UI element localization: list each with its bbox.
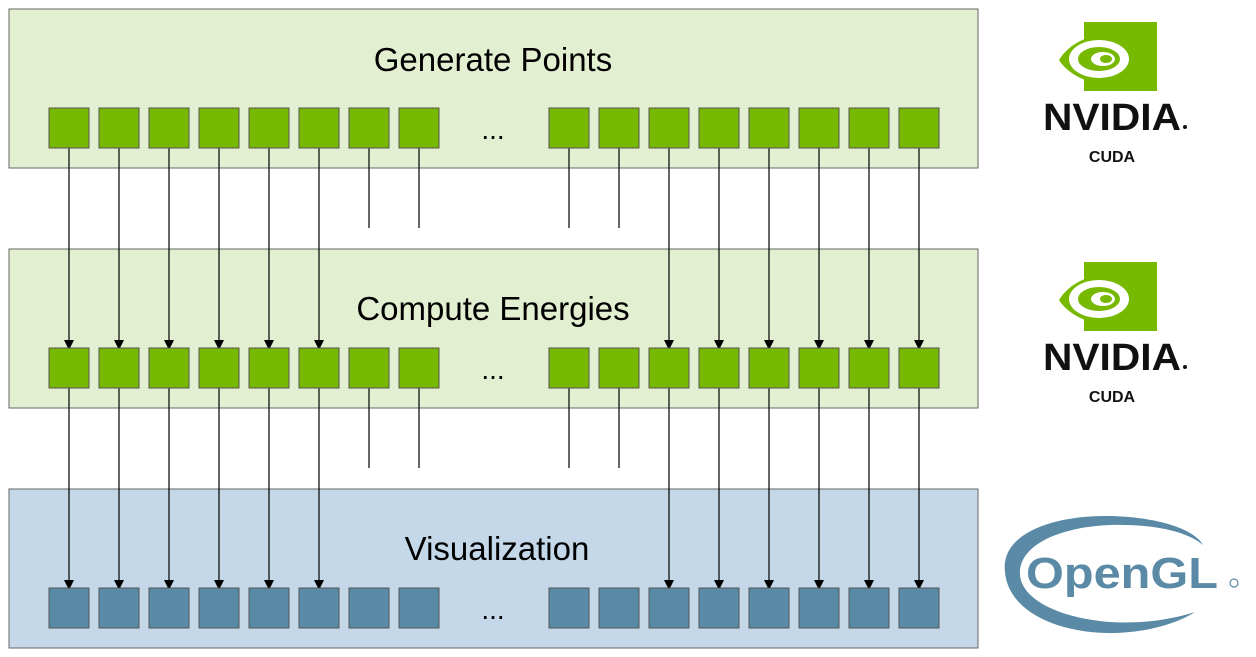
stage-title-compute: Compute Energies (356, 290, 629, 327)
opengl-wordmark: OpenGL (1026, 549, 1218, 598)
compute-block (198, 347, 240, 389)
visualization-block (198, 587, 240, 629)
generate-block (398, 107, 440, 149)
compute-block (298, 347, 340, 389)
visualization-block (548, 587, 590, 629)
generate-block (98, 107, 140, 149)
generate-block (248, 107, 290, 149)
generate-block (148, 107, 190, 149)
ellipsis-visualization: ... (481, 594, 504, 625)
nvidia-wordmark: NVIDIA (1043, 337, 1181, 379)
compute-block (348, 347, 390, 389)
compute-block (98, 347, 140, 389)
block-group (48, 107, 940, 629)
nvidia-cuda-logo-1: NVIDIA CUDA (1043, 22, 1187, 166)
nvidia-wordmark: NVIDIA (1043, 97, 1181, 139)
visualization-block (848, 587, 890, 629)
compute-block (148, 347, 190, 389)
compute-block (848, 347, 890, 389)
generate-block (748, 107, 790, 149)
visualization-block (348, 587, 390, 629)
stage-title-generate: Generate Points (374, 41, 612, 78)
generate-block (848, 107, 890, 149)
visualization-block (748, 587, 790, 629)
visualization-block (898, 587, 940, 629)
generate-block (698, 107, 740, 149)
visualization-block (648, 587, 690, 629)
compute-block (898, 347, 940, 389)
generate-block (648, 107, 690, 149)
generate-block (598, 107, 640, 149)
generate-block (198, 107, 240, 149)
visualization-block (148, 587, 190, 629)
nvidia-cuda-logo-2: NVIDIA CUDA (1043, 262, 1187, 406)
compute-block (798, 347, 840, 389)
stage-title-visualization: Visualization (405, 530, 590, 567)
generate-block (48, 107, 90, 149)
cuda-caption: CUDA (1089, 149, 1136, 166)
compute-block (598, 347, 640, 389)
compute-block (398, 347, 440, 389)
visualization-block (48, 587, 90, 629)
ellipsis-compute: ... (481, 354, 504, 385)
compute-block (548, 347, 590, 389)
compute-block (648, 347, 690, 389)
visualization-block (698, 587, 740, 629)
visualization-block (598, 587, 640, 629)
generate-block (298, 107, 340, 149)
generate-block (348, 107, 390, 149)
compute-block (248, 347, 290, 389)
visualization-block (98, 587, 140, 629)
generate-block (548, 107, 590, 149)
connector-group (64, 148, 924, 590)
compute-block (748, 347, 790, 389)
visualization-block (248, 587, 290, 629)
ellipsis-generate: ... (481, 114, 504, 145)
generate-block (798, 107, 840, 149)
visualization-block (298, 587, 340, 629)
compute-block (48, 347, 90, 389)
opengl-logo: OpenGL (1004, 515, 1239, 634)
nvidia-eye-icon (1059, 262, 1157, 331)
visualization-block (798, 587, 840, 629)
visualization-block (398, 587, 440, 629)
cuda-caption: CUDA (1089, 389, 1136, 406)
nvidia-eye-icon (1059, 22, 1157, 91)
compute-block (698, 347, 740, 389)
generate-block (898, 107, 940, 149)
